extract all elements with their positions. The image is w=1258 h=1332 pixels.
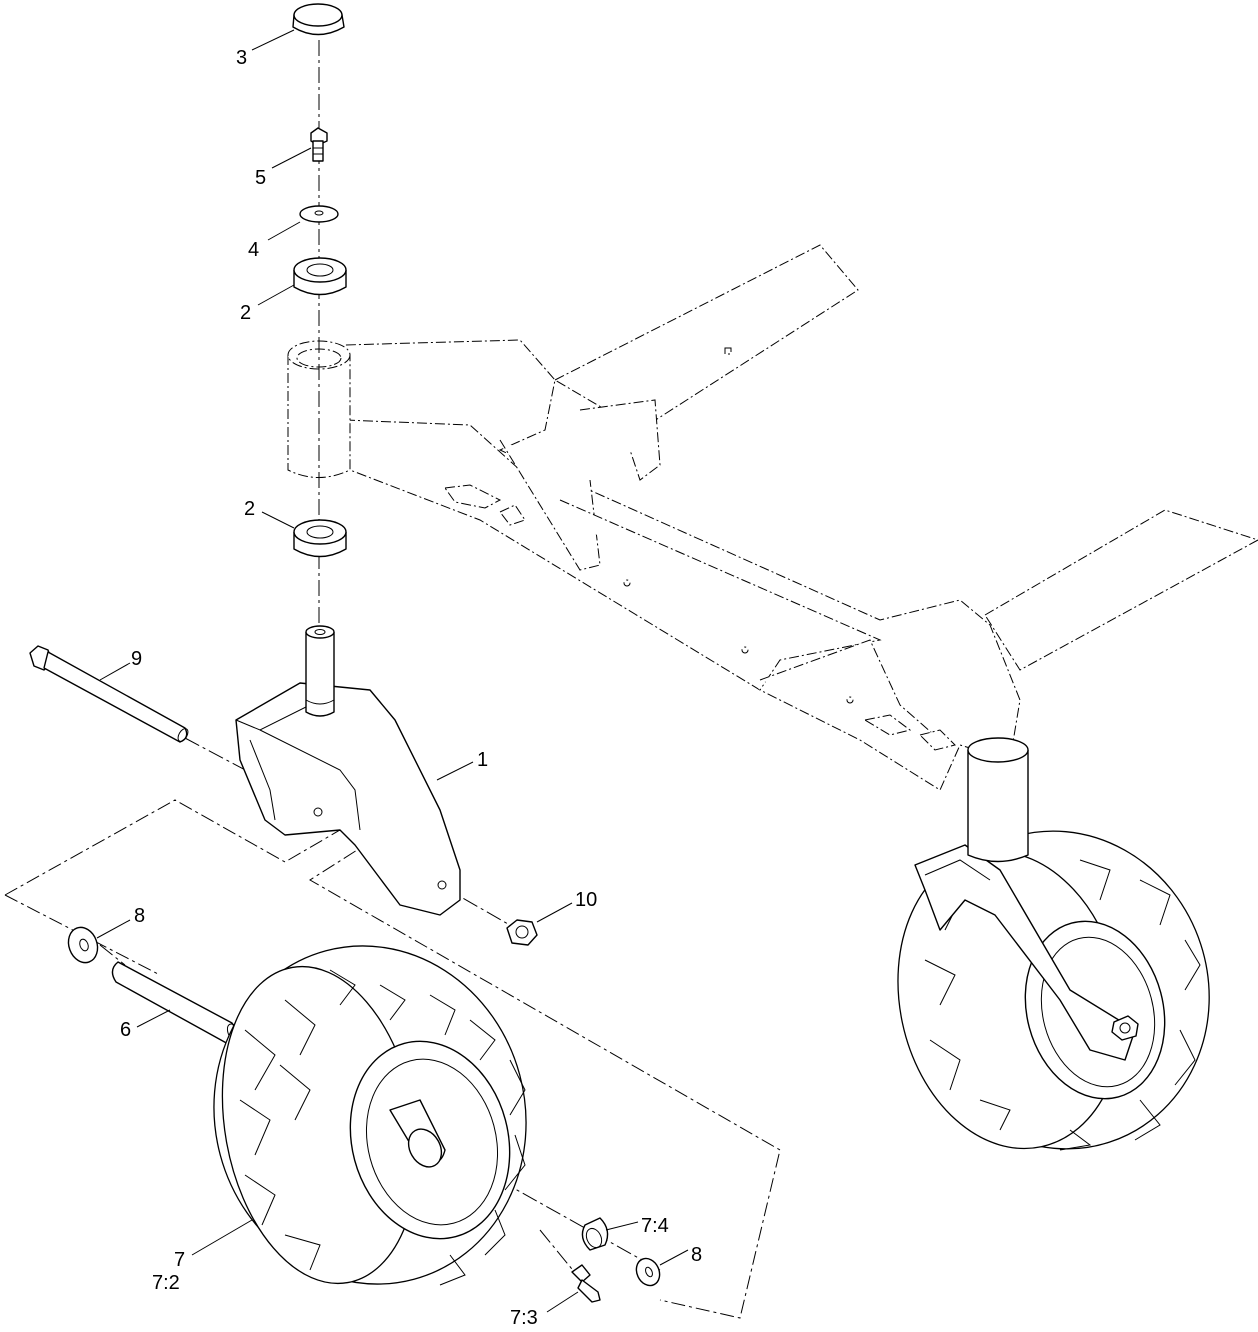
spacer-tube-part-6 xyxy=(111,961,244,1046)
bushing-part-7-4 xyxy=(581,1217,609,1251)
leader-lines xyxy=(96,29,689,1313)
pivot-bolt-part-9 xyxy=(29,645,189,743)
callout-8-right: 8 xyxy=(691,1244,702,1266)
caster-fork-part-1 xyxy=(235,625,461,916)
callout-5: 5 xyxy=(255,167,266,189)
callout-labels: 3 5 4 2 2 9 1 10 8 6 7 7:2 7:4 8 7:3 xyxy=(120,47,702,1329)
washer-part-8-right xyxy=(635,1257,661,1287)
wheel-part-7 xyxy=(213,945,527,1286)
callout-6: 6 xyxy=(120,1019,131,1041)
phantom-frame xyxy=(287,244,1258,791)
callout-10: 10 xyxy=(575,889,597,911)
callout-1: 1 xyxy=(477,749,488,771)
callout-7: 7 xyxy=(174,1249,185,1271)
callout-3: 3 xyxy=(236,47,247,69)
grease-fitting-part-7-3 xyxy=(571,1264,601,1303)
assembled-caster-wheel xyxy=(897,737,1210,1151)
callout-2-lower: 2 xyxy=(244,498,255,520)
callout-9: 9 xyxy=(131,648,142,670)
washer-part-4 xyxy=(299,205,339,223)
callout-8-left: 8 xyxy=(134,905,145,927)
nut-part-10 xyxy=(506,919,538,946)
callout-7-2: 7:2 xyxy=(152,1272,180,1294)
bolt-part-5 xyxy=(310,127,328,162)
callout-7-3: 7:3 xyxy=(510,1307,538,1329)
washer-part-8-left xyxy=(67,926,99,964)
callout-2-upper: 2 xyxy=(240,302,251,324)
cap-part-3 xyxy=(292,3,345,36)
bearing-part-2-lower xyxy=(293,519,347,558)
callout-7-4: 7:4 xyxy=(641,1215,669,1237)
callout-4: 4 xyxy=(248,239,259,261)
bearing-part-2-upper xyxy=(293,257,347,296)
